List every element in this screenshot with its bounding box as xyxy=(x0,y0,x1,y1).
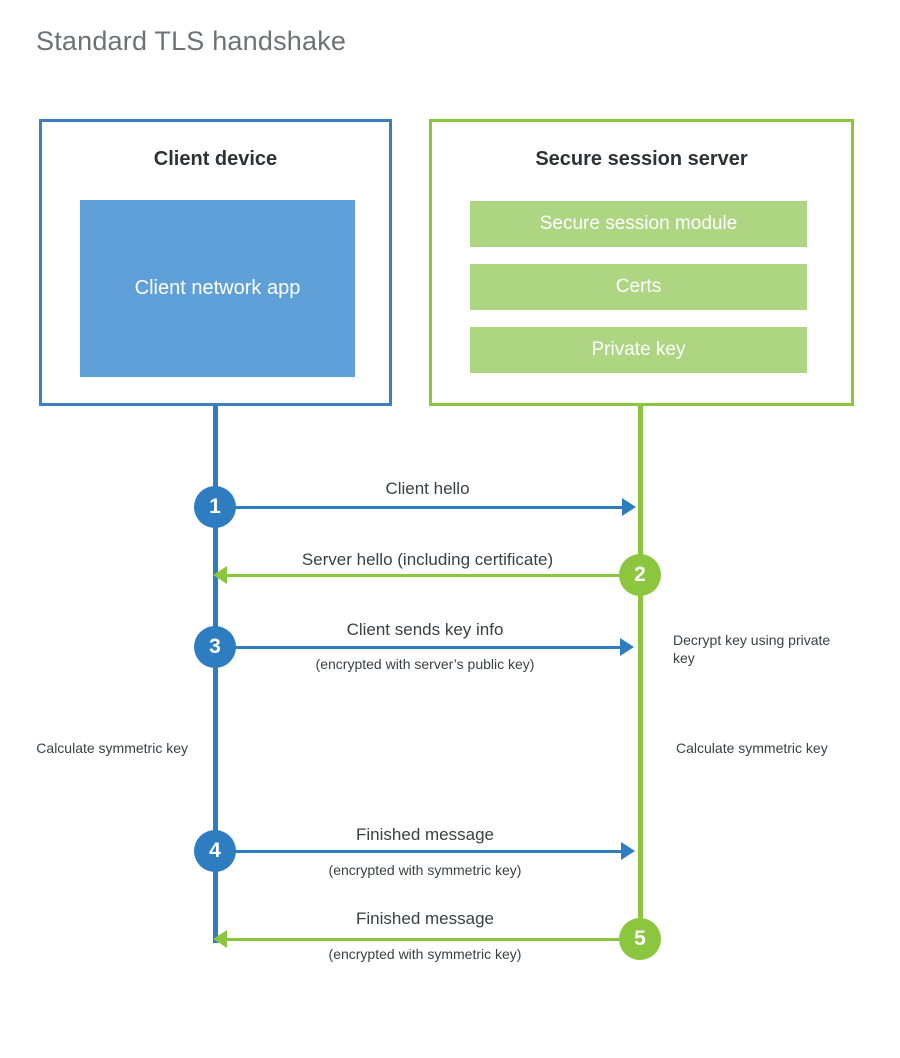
step-2-message-label: Server hello (including certificate) xyxy=(301,550,554,569)
step-marker-4: 4 xyxy=(194,830,236,872)
annotation-calculate-symmetric-key-server: Calculate symmetric key xyxy=(676,740,828,756)
step-1-message-label: Client hello xyxy=(385,479,470,498)
step-4-message-sublabel: (encrypted with symmetric key) xyxy=(328,862,522,878)
page-title: Standard TLS handshake xyxy=(36,26,347,56)
step-2-arrow-line xyxy=(227,574,622,577)
step-3-arrow-line xyxy=(215,646,621,649)
step-1-arrow-head-icon xyxy=(622,498,636,516)
step-4-message-label: Finished message xyxy=(356,825,494,844)
step-3-arrow-head-icon xyxy=(620,638,634,656)
client-lifeline xyxy=(213,406,218,943)
step-2-arrow-head-icon xyxy=(213,566,227,584)
step-3-message-sublabel: (encrypted with server’s public key) xyxy=(315,656,535,672)
secure-session-server-title: Secure session server xyxy=(535,148,748,170)
annotation-calculate-symmetric-key-client: Calculate symmetric key xyxy=(36,740,188,756)
client-device-panel: Client device Client network app xyxy=(39,119,392,406)
step-marker-3: 3 xyxy=(194,626,236,668)
server-component-label: Secure session module xyxy=(539,213,738,234)
server-component-private-key: Private key xyxy=(470,327,807,373)
client-device-title: Client device xyxy=(153,148,278,170)
step-5-arrow-line xyxy=(227,938,621,941)
client-network-app-box: Client network app xyxy=(80,200,355,377)
step-1-arrow-line xyxy=(215,506,623,509)
client-network-app-label: Client network app xyxy=(134,276,301,299)
step-5-arrow-head-icon xyxy=(213,930,227,948)
step-marker-1: 1 xyxy=(194,486,236,528)
server-component-label: Private key xyxy=(591,339,686,360)
step-5-message-label: Finished message xyxy=(356,909,494,928)
server-component-label: Certs xyxy=(615,276,662,297)
secure-session-server-panel: Secure session server Secure session mod… xyxy=(429,119,854,406)
server-component-secure-session-module: Secure session module xyxy=(470,201,807,247)
step-4-arrow-line xyxy=(215,850,621,853)
step-3-message-label: Client sends key info xyxy=(346,620,504,639)
annotation-decrypt-key: Decrypt key using private key xyxy=(673,632,831,666)
step-marker-2: 2 xyxy=(619,554,661,596)
step-5-message-sublabel: (encrypted with symmetric key) xyxy=(328,946,522,962)
server-lifeline xyxy=(638,406,643,940)
server-component-certs: Certs xyxy=(470,264,807,310)
step-4-arrow-head-icon xyxy=(621,842,635,860)
step-marker-5: 5 xyxy=(619,918,661,960)
